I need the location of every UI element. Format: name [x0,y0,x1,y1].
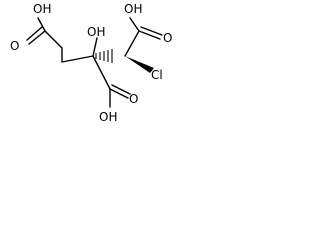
atom-o-left: O [10,39,19,53]
atom-o-right: O [163,31,172,45]
bond-cooh-left-double-o-a [28,30,46,45]
atom-oh-top-right: OH [124,2,142,16]
bond-chcl-to-right-cooh [124,30,140,57]
bond-right-cooh-double-o-b [140,26,163,36]
bond-ch2-to-center [61,55,94,63]
structural-formula: OH O OH OH O Cl OH O [10,2,172,124]
bond-cooh-left-to-oh [37,17,46,32]
wedge-bond-chcl-to-cl [125,56,154,73]
bond-center-to-bottom-cooh [92,55,111,90]
atom-oh-bottom: OH [99,110,117,124]
bond-bottom-cooh-double-o-b [111,84,131,95]
bond-cooh-left-to-ch2 [44,30,63,49]
hashed-bond-center-to-chcl [95,49,113,63]
atom-oh-top-left: OH [33,2,51,16]
bond-center-to-oh [92,37,98,57]
atom-oh-center: OH [87,25,105,39]
bond-cooh-left-double-o-b [26,26,43,41]
atom-o-bottom: O [129,92,138,106]
bond-right-cooh-double-o-a [138,30,161,40]
atom-cl: Cl [151,68,163,82]
bond-bottom-cooh-double-o-a [109,88,129,99]
molecule-diagram: OH O OH OH O Cl OH O [0,0,216,145]
bond-right-cooh-to-oh [129,17,140,32]
